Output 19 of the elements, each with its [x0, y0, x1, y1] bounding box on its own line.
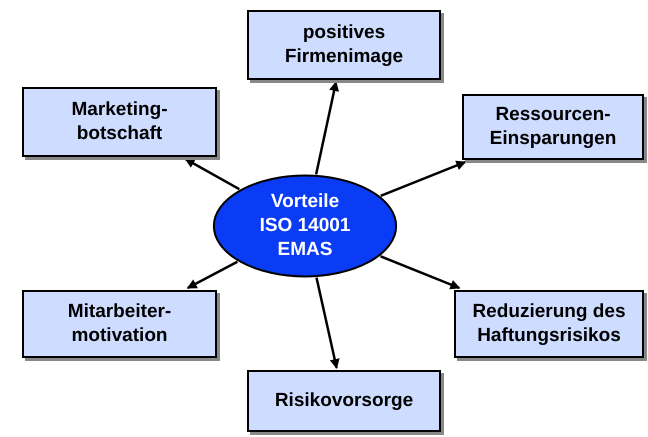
node-label: Vorteile ISO 14001 EMAS	[258, 190, 352, 262]
process-box	[454, 290, 644, 358]
process-box	[22, 87, 217, 157]
arrow	[186, 260, 238, 290]
arrow	[380, 160, 466, 197]
node-label: Marketing- botschaft	[70, 98, 169, 146]
node-label: Risikovorsorge	[274, 389, 414, 413]
process-box	[22, 290, 217, 358]
node-label: Reduzierung des Haftungsrisikos	[471, 300, 627, 348]
arrow	[315, 277, 340, 369]
node-label: positives Firmenimage	[284, 21, 404, 69]
process-box	[462, 94, 644, 160]
process-box	[247, 10, 441, 80]
arrow	[380, 255, 460, 290]
node-label: Ressourcen- Einsparungen	[488, 103, 618, 151]
arrow	[184, 158, 240, 190]
node-label: Mitarbeiter- motivation	[66, 300, 172, 348]
process-box	[247, 370, 441, 432]
arrow	[314, 81, 340, 175]
